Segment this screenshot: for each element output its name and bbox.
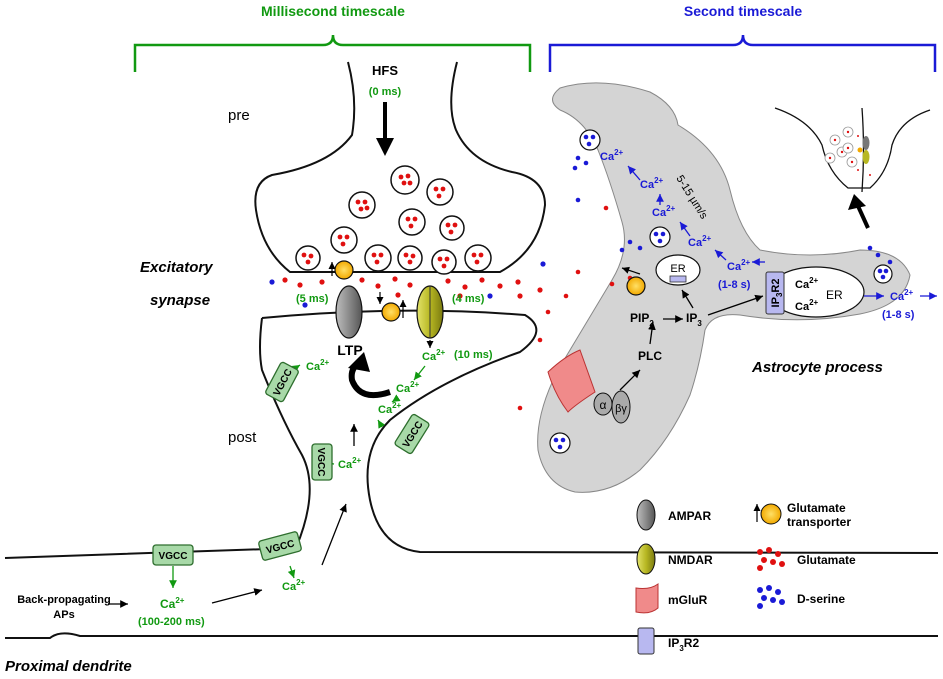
svg-text:Ca2+: Ca2+ [795,298,819,313]
svg-text:Ca2+: Ca2+ [640,176,664,191]
vesicle-glutamate [301,173,484,269]
hfs-label: HFS [372,63,398,78]
dendrite-lower-edge [5,632,938,639]
svg-text:Ca2+: Ca2+ [688,234,712,249]
legend-ip3r2-label: IP3R2 [668,636,699,653]
svg-text:(1-8 s): (1-8 s) [882,309,915,321]
legend-glutamate-label: Glutamate [797,553,856,567]
svg-text:IP3R2: IP3R2 [770,279,784,308]
large-er-contents: Ca2+ Ca2+ ER [795,276,843,313]
svg-text:Ca2+: Ca2+ [600,148,624,163]
astro-calcium: Ca2+ (1-8 s) Ca2+ Ca2+ Ca2+ Ca2+ Ca2+ (1… [600,148,915,321]
small-ip3r2 [669,275,687,283]
postsynaptic-spine [4,317,311,559]
svg-text:βγ: βγ [615,403,627,415]
ampar-time: (5 ms) [296,293,329,305]
legend: AMPAR NMDAR mGluR IP3R2 Glutamate transp… [635,499,856,655]
svg-text:VGCC: VGCC [315,448,326,477]
millisecond-bracket [133,34,532,72]
legend-mglur-icon [635,583,659,614]
pre-label: pre [228,107,250,124]
svg-text:Ca2+: Ca2+ [396,380,420,395]
post-glutamate-transporter [376,292,407,322]
mglur [547,349,596,413]
cleft-glutamate [282,276,543,299]
ip3-label: IP3 [686,311,702,328]
vgcc-channel: VGCC [311,443,333,481]
g-protein: α βγ [593,390,631,424]
legend-dserine-icon [757,585,785,609]
legend-mglur-label: mGluR [668,593,708,607]
presynaptic-terminal [254,61,547,273]
vgcc-channel: VGCC [258,531,302,561]
legend-nmdar-icon [636,543,656,575]
inset-arrow [848,194,870,229]
dendrite-calcium: Ca2+ (100-200 ms) [138,596,205,628]
bpap-label-1: Back-propagating [17,594,111,606]
spine-calcium: Ca2+ Ca2+ Ca2+ Ca2+ Ca2+ [282,358,420,593]
legend-transporter-label-2: transporter [787,515,851,529]
pre-glutamate-transporter [328,260,354,280]
hfs-time: (0 ms) [369,86,402,98]
legend-transporter-icon [753,503,782,525]
vgcc-channel: VGCC [265,361,299,403]
svg-text:Ca2+: Ca2+ [282,578,306,593]
svg-text:α: α [600,398,607,412]
astro-glutamate [517,205,633,411]
hfs-arrow [376,102,394,156]
plc-label: PLC [638,349,662,363]
svg-text:Ca2+: Ca2+ [338,456,362,471]
ip3r2-channel: IP3R2 [765,271,785,315]
ltp-curved-arrow [348,352,391,398]
svg-text:Ca2+: Ca2+ [727,258,751,273]
nmdar-calcium: Ca2+ (10 ms) [422,348,493,363]
svg-text:(1-8 s): (1-8 s) [718,279,751,291]
svg-text:VGCC: VGCC [159,551,188,562]
legend-ip3r2-icon [637,627,655,655]
astro-dserine [553,134,893,450]
vgcc-channel: VGCC [394,413,430,455]
synapse-label: synapse [150,292,210,309]
svg-text:Ca2+: Ca2+ [378,401,402,416]
svg-text:Ca2+: Ca2+ [422,348,446,363]
legend-glutamate-icon [757,547,785,571]
nmdar-time: (4 ms) [452,293,485,305]
legend-nmdar-label: NMDAR [668,553,713,567]
svg-text:(100-200 ms): (100-200 ms) [138,616,205,628]
millisecond-header: Millisecond timescale [261,3,405,19]
small-er-label: ER [670,263,685,275]
astrocyte-body [537,82,911,493]
proximal-dendrite-label: Proximal dendrite [5,658,132,675]
synaptic-vesicles [295,165,492,275]
svg-text:ER: ER [826,288,843,302]
svg-text:Ca2+: Ca2+ [890,288,914,303]
second-bracket [548,34,937,72]
ampar [335,285,363,339]
svg-text:Ca2+: Ca2+ [306,358,330,373]
pip2-label: PIP2 [630,311,654,328]
svg-text:(10 ms): (10 ms) [454,349,493,361]
legend-transporter-label-1: Glutamate [787,501,846,515]
svg-text:Ca2+: Ca2+ [652,204,676,219]
svg-text:Ca2+: Ca2+ [795,276,819,291]
svg-text:Ca2+: Ca2+ [160,596,185,611]
legend-ampar-icon [636,499,656,531]
ltp-label: LTP [337,342,362,358]
astro-glutamate-transporter [621,266,646,296]
legend-dserine-label: D-serine [797,592,845,606]
bpap-label-2: APs [53,609,74,621]
vgcc-channel: VGCC [152,544,194,566]
inset-synapse [774,107,931,193]
astrocyte-process-label: Astrocyte process [751,359,883,376]
post-label: post [228,429,257,446]
small-er [655,254,701,286]
second-header: Second timescale [684,3,802,19]
legend-ampar-label: AMPAR [668,509,711,523]
excitatory-label: Excitatory [140,259,213,276]
